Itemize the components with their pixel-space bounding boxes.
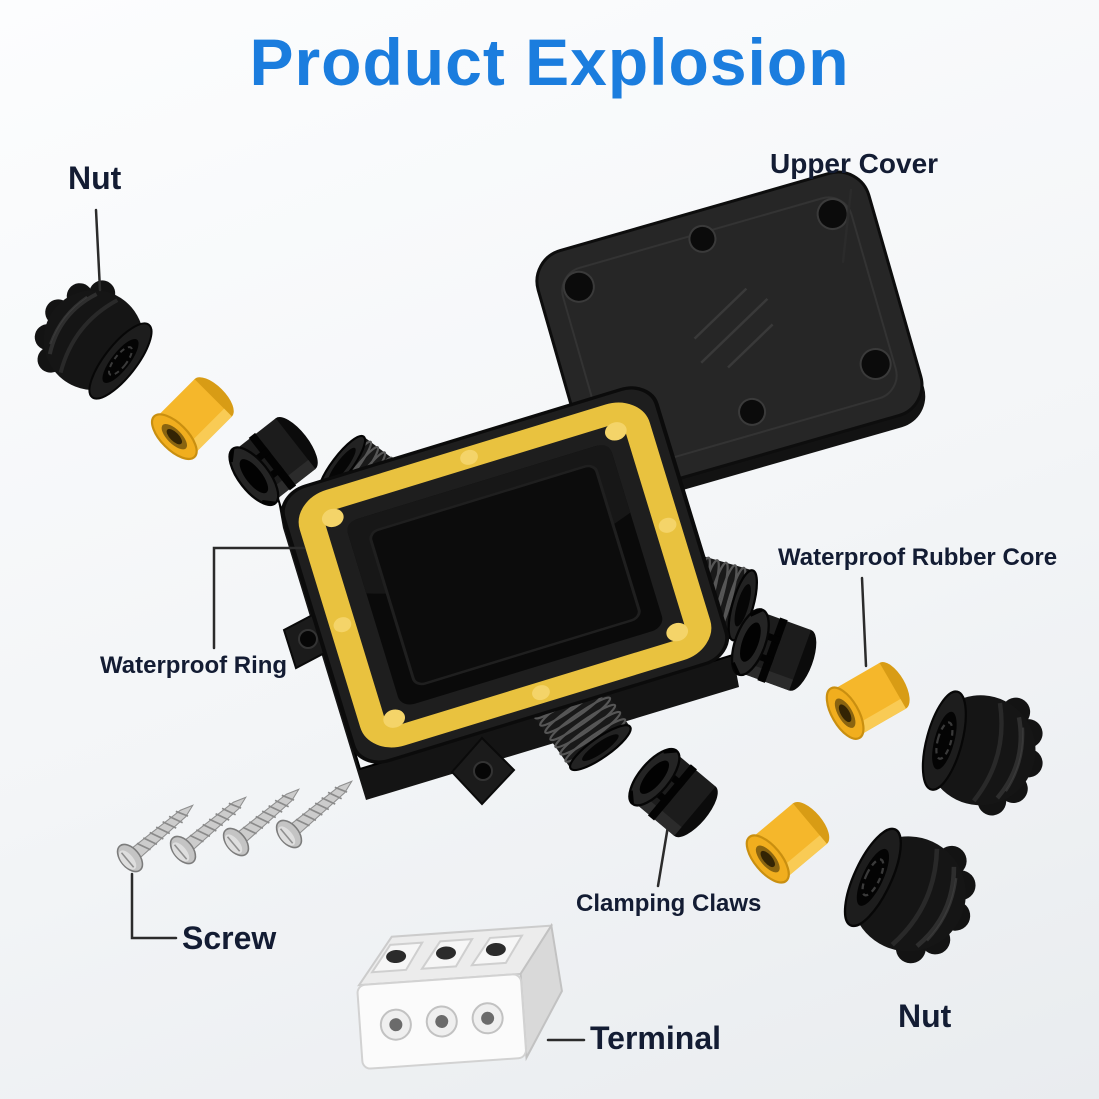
label-waterproof-ring: Waterproof Ring bbox=[100, 652, 288, 679]
rubber-core-right-illustration bbox=[818, 653, 919, 746]
nut-bottom-illustration bbox=[829, 812, 995, 979]
label-nut-bottom: Nut bbox=[898, 998, 952, 1034]
waterproof-ring-illustration bbox=[298, 402, 712, 748]
clamping-claw-bottom-illustration bbox=[619, 739, 729, 848]
leader-waterproof-ring bbox=[212, 546, 306, 650]
terminal-illustration bbox=[356, 922, 563, 1070]
label-screw: Screw bbox=[182, 920, 277, 956]
leader-rubber-core bbox=[860, 576, 868, 668]
leader-screw bbox=[130, 872, 178, 940]
leader-clamping-claws bbox=[656, 824, 670, 888]
label-terminal: Terminal bbox=[590, 1020, 721, 1056]
mounting-ear-bottom bbox=[450, 736, 516, 806]
nut-top-illustration bbox=[12, 259, 169, 417]
label-nut-top: Nut bbox=[68, 160, 122, 196]
nut-right-illustration bbox=[912, 678, 1058, 826]
terminal-front-holes bbox=[379, 1002, 504, 1041]
rubber-core-top-illustration bbox=[143, 367, 244, 468]
label-upper-cover: Upper Cover bbox=[770, 148, 939, 179]
leader-lines bbox=[94, 188, 868, 1042]
page-title: Product Explosion bbox=[249, 25, 850, 99]
leader-nut-top bbox=[94, 208, 102, 292]
label-clamping-claws: Clamping Claws bbox=[576, 890, 762, 917]
label-waterproof-rubber-core: Waterproof Rubber Core bbox=[778, 544, 1058, 571]
rubber-core-bottom-illustration bbox=[738, 792, 839, 891]
cover-engraving bbox=[693, 287, 774, 369]
junction-box-illustration bbox=[276, 386, 764, 806]
leader-upper-cover bbox=[841, 188, 853, 264]
terminal-posts bbox=[370, 934, 524, 974]
screws-illustration bbox=[111, 768, 363, 877]
